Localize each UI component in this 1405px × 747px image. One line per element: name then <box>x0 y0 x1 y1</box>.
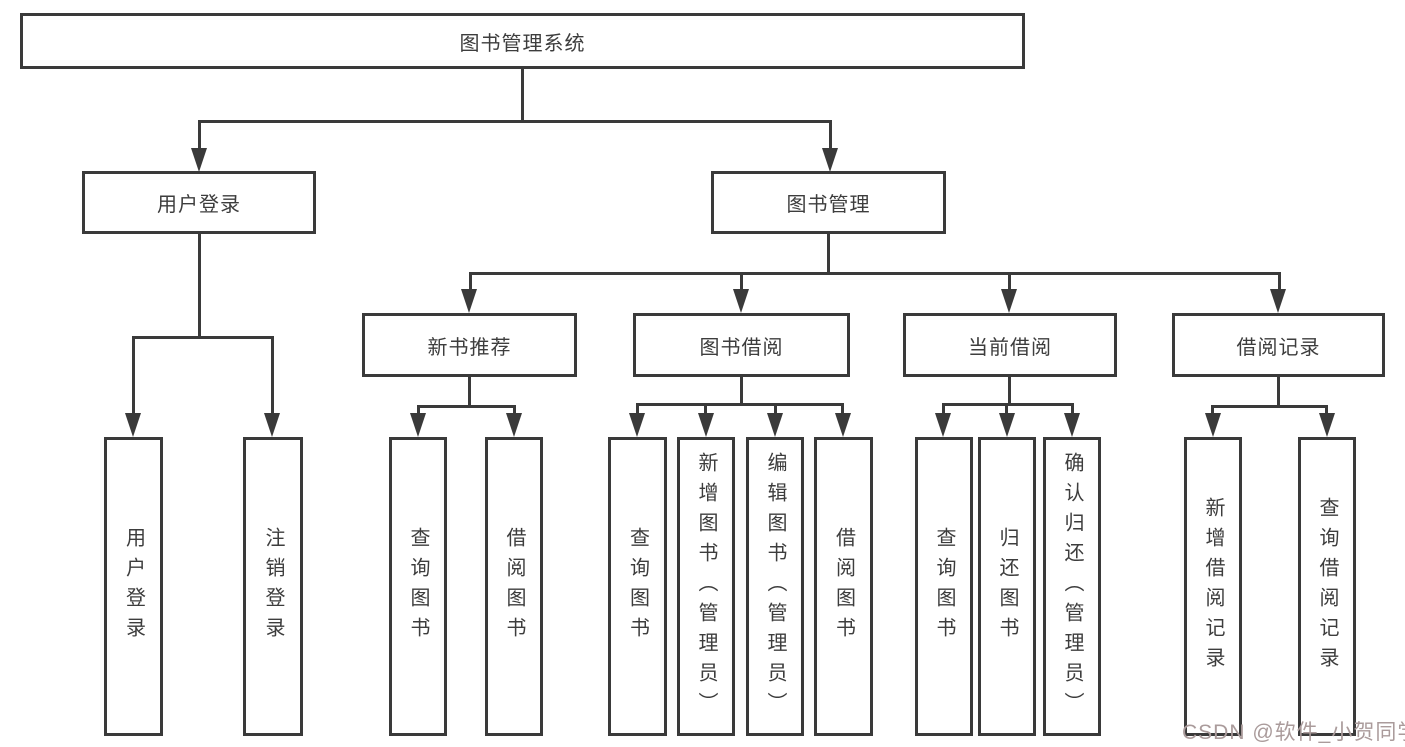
connector-line <box>198 123 201 151</box>
leaf-query-borrow-record: 查询借阅记录 <box>1298 437 1356 736</box>
leaf-label: 新增图书（管理员） <box>695 451 717 722</box>
connector-line <box>740 377 743 406</box>
connector-line <box>468 377 471 408</box>
arrow-down-icon <box>835 413 851 437</box>
leaf-label: 用户登录 <box>122 526 145 647</box>
leaf-query-books-current: 查询图书 <box>915 437 973 736</box>
connector-line <box>521 69 524 123</box>
connector-line <box>198 120 832 123</box>
connector-line <box>1071 406 1074 418</box>
connector-line <box>198 234 201 339</box>
leaf-borrow-books-borrowing: 借阅图书 <box>814 437 873 736</box>
connector-line <box>469 272 1281 275</box>
connector-line <box>1277 377 1280 408</box>
arrow-down-icon <box>999 413 1015 437</box>
connector-line <box>132 339 135 416</box>
connector-line <box>271 339 274 416</box>
connector-line <box>942 403 1074 406</box>
connector-line <box>1278 275 1281 291</box>
leaf-logout-login: 注销登录 <box>243 437 303 736</box>
connector-line <box>1211 405 1328 408</box>
arrow-down-icon <box>733 289 749 313</box>
arrow-down-icon <box>1001 289 1017 313</box>
connector-line <box>942 406 945 418</box>
leaf-label: 查询图书 <box>407 526 429 647</box>
connector-line <box>1008 275 1011 291</box>
node-borrowing-records: 借阅记录 <box>1172 313 1385 377</box>
arrow-down-icon <box>1319 413 1335 437</box>
connector-line <box>829 123 832 151</box>
node-current-borrowing: 当前借阅 <box>903 313 1117 377</box>
leaf-borrow-books-newbook: 借阅图书 <box>485 437 543 736</box>
node-library-management-system: 图书管理系统 <box>20 13 1025 69</box>
leaf-label: 查询图书 <box>626 526 649 647</box>
leaf-query-books-newbook: 查询图书 <box>389 437 447 736</box>
leaf-label: 编辑图书（管理员） <box>764 451 786 722</box>
node-book-management: 图书管理 <box>711 171 946 234</box>
leaf-add-borrow-record: 新增借阅记录 <box>1184 437 1242 736</box>
connector-line <box>704 406 707 418</box>
node-book-borrowing: 图书借阅 <box>633 313 850 377</box>
connector-line <box>636 403 844 406</box>
leaf-query-books-borrowing: 查询图书 <box>608 437 667 736</box>
leaf-add-books-admin: 新增图书（管理员） <box>677 437 735 736</box>
leaf-label: 归还图书 <box>996 526 1018 647</box>
leaf-edit-books-admin: 编辑图书（管理员） <box>746 437 804 736</box>
arrow-down-icon <box>461 289 477 313</box>
node-new-book-recommendation: 新书推荐 <box>362 313 577 377</box>
leaf-user-login: 用户登录 <box>104 437 163 736</box>
arrow-down-icon <box>264 413 280 437</box>
connector-line <box>132 336 274 339</box>
leaf-return-books: 归还图书 <box>978 437 1036 736</box>
arrow-down-icon <box>1205 413 1221 437</box>
arrow-down-icon <box>629 413 645 437</box>
arrow-down-icon <box>506 413 522 437</box>
leaf-label: 确认归还（管理员） <box>1061 451 1083 722</box>
arrow-down-icon <box>125 413 141 437</box>
arrow-down-icon <box>698 413 714 437</box>
arrow-down-icon <box>1270 289 1286 313</box>
connector-line <box>740 275 743 291</box>
leaf-label: 借阅图书 <box>832 526 855 647</box>
connector-line <box>1008 377 1011 406</box>
arrow-down-icon <box>935 413 951 437</box>
arrow-down-icon <box>822 148 838 172</box>
connector-line <box>841 406 844 418</box>
leaf-label: 借阅图书 <box>503 526 525 647</box>
connector-line <box>827 234 830 275</box>
leaf-label: 查询借阅记录 <box>1316 496 1338 677</box>
arrow-down-icon <box>410 413 426 437</box>
csdn-watermark: CSDN @软件_小贺同学 <box>1182 721 1405 744</box>
connector-line <box>636 406 639 418</box>
leaf-label: 注销登录 <box>262 526 284 647</box>
connector-line <box>417 405 516 408</box>
arrow-down-icon <box>1064 413 1080 437</box>
connector-line <box>469 275 472 291</box>
arrow-down-icon <box>767 413 783 437</box>
arrow-down-icon <box>191 148 207 172</box>
leaf-confirm-return-admin: 确认归还（管理员） <box>1043 437 1101 736</box>
leaf-label: 查询图书 <box>933 526 955 647</box>
leaf-label: 新增借阅记录 <box>1202 496 1224 677</box>
node-user-login: 用户登录 <box>82 171 316 234</box>
connector-line <box>1005 406 1008 418</box>
connector-line <box>774 406 777 418</box>
